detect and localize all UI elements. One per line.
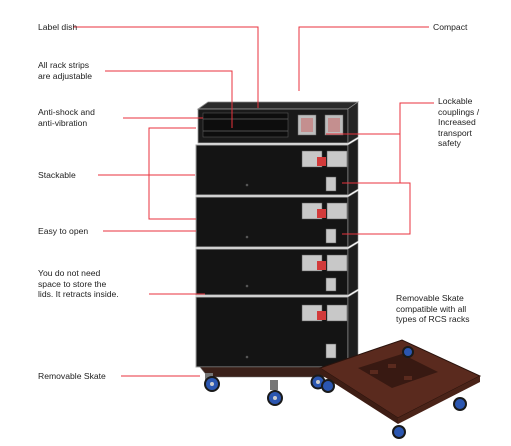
lockable-label: Lockable couplings / Increased transport… (438, 96, 480, 149)
tower-skate (199, 366, 357, 406)
lock-icon (317, 311, 326, 320)
case-module-4 (195, 290, 359, 368)
lock-icon (317, 209, 326, 218)
leader-stack-bracket (148, 127, 196, 220)
top-rack-unit (196, 101, 360, 144)
latch-icon (324, 114, 344, 136)
label-dish-label: Label dish (38, 22, 78, 32)
leader-lines (73, 26, 434, 377)
removable-skate-illustration (318, 339, 482, 439)
anti-shock-label: Anti-shock and anti-vibration (38, 107, 95, 128)
removable-skate-label: Removable Skate (38, 371, 106, 381)
wheel-icon (392, 425, 406, 439)
wheel-icon (321, 379, 335, 393)
leader-label-dish (73, 26, 259, 108)
lock-icon (317, 261, 326, 270)
stackable-label: Stackable (38, 170, 76, 180)
handle-icon (326, 150, 348, 168)
handle-icon (326, 304, 348, 322)
leader-lockable-1 (342, 102, 434, 184)
handle-icon (326, 202, 348, 220)
case-module-3 (195, 242, 359, 296)
no-store-lids-label: You do not need space to store the lids.… (38, 268, 119, 300)
rack-tower (195, 101, 360, 406)
compact-label: Compact (433, 22, 468, 32)
wheel-icon (453, 397, 467, 411)
leader-lockable-3 (342, 182, 411, 235)
lock-icon (317, 157, 326, 166)
leader-rack-strips (105, 70, 233, 128)
handle-icon (326, 254, 348, 272)
latch-icon (297, 114, 317, 136)
skate-compatible-label: Removable Skate compatible with all type… (396, 293, 470, 325)
rack-strips-label: All rack strips are adjustable (38, 60, 92, 81)
easy-open-label: Easy to open (38, 226, 89, 236)
case-module-2 (195, 190, 359, 248)
case-module-1 (195, 138, 359, 196)
leader-compact (298, 26, 429, 91)
wheel-icon (402, 346, 414, 358)
